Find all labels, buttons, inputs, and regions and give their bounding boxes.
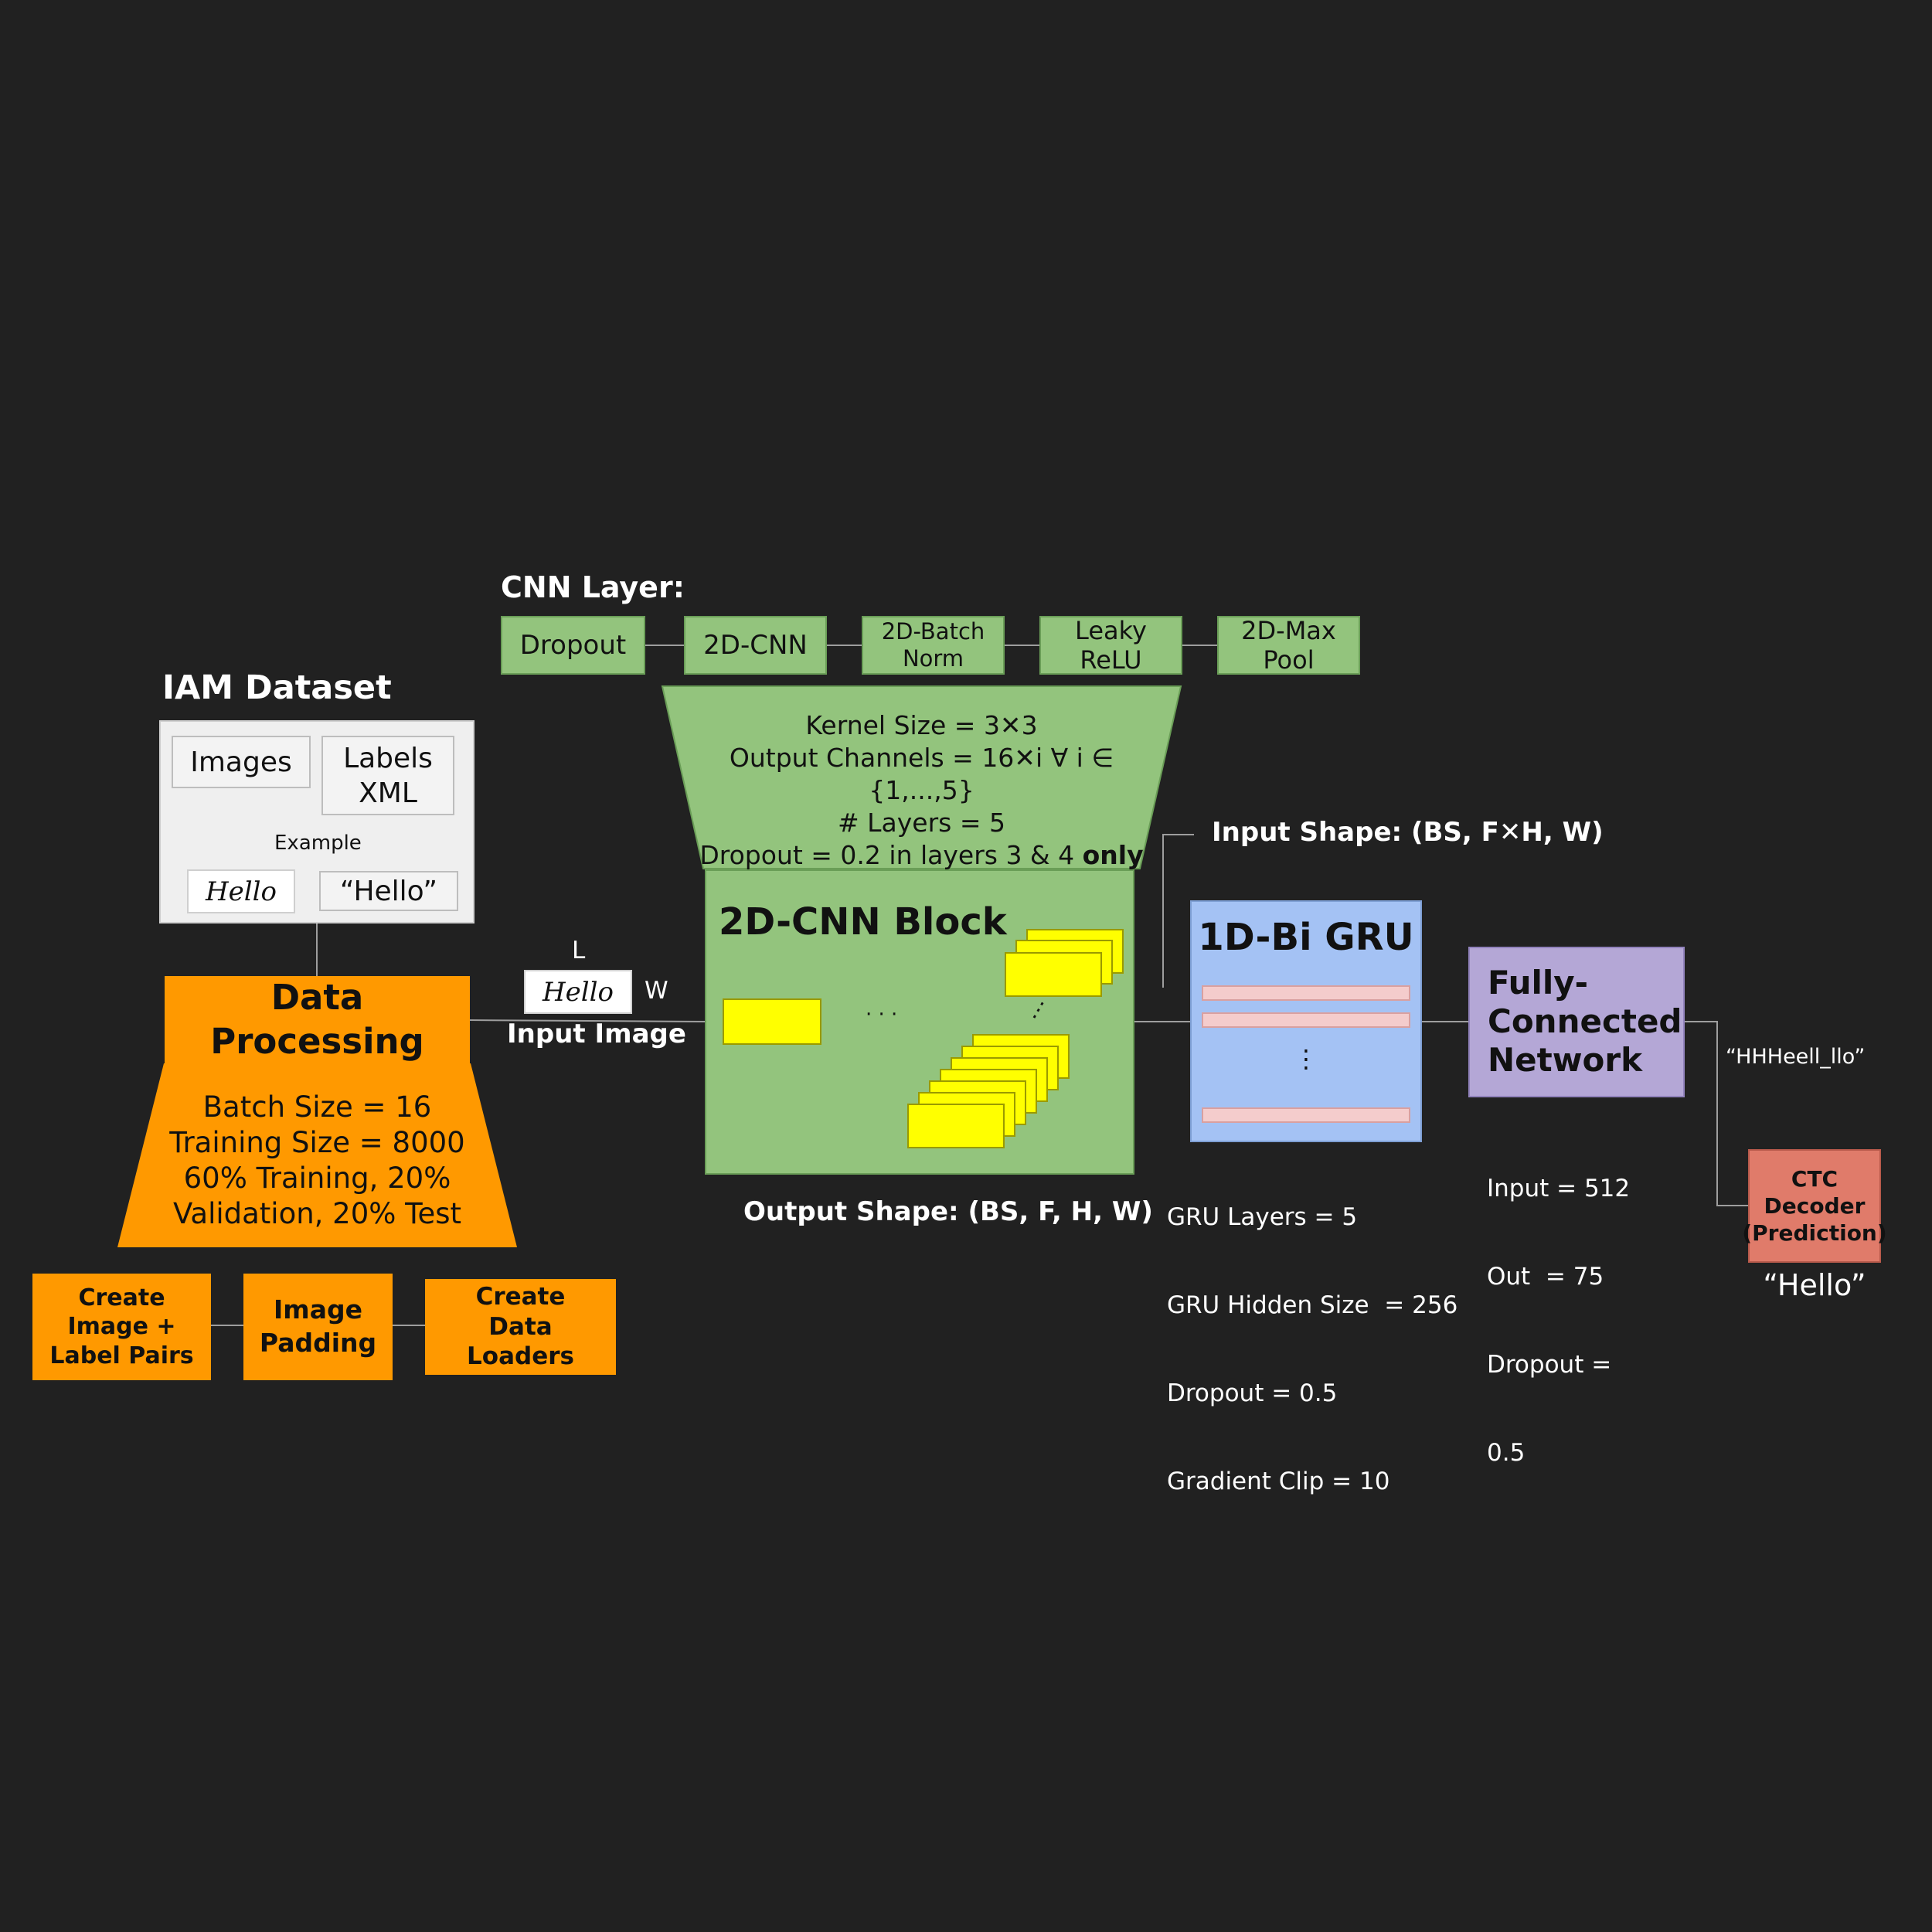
gru-params: GRU Layers = 5 GRU Hidden Size = 256 Dro… — [1167, 1144, 1458, 1526]
example-label-text: “Hello” — [319, 871, 458, 911]
num-layers: # Layers = 5 — [838, 808, 1005, 838]
data-processing-trapezoid — [117, 1063, 517, 1247]
feature-map — [907, 1104, 1005, 1148]
feature-map-input — [723, 998, 821, 1045]
kernel-size: Kernel Size = 3✕3 — [805, 710, 1038, 740]
iam-images-box: Images — [172, 736, 311, 788]
fc-input: Input = 512 — [1487, 1175, 1631, 1202]
data-processing-params: Batch Size = 16 Training Size = 8000 60%… — [117, 1090, 517, 1232]
feature-map-dots: · · · — [866, 1003, 898, 1026]
fc-raw-output: “HHHeell_llo” — [1726, 1045, 1866, 1069]
gru-gradient-clip: Gradient Clip = 10 — [1167, 1468, 1390, 1495]
fc-block: Fully-Connected Network — [1468, 947, 1685, 1097]
gru-layer-dots: ⋮ — [1294, 1044, 1318, 1073]
ctc-decoder-box: CTC Decoder (Prediction) — [1742, 1149, 1887, 1263]
cnn-step-dropout: Dropout — [501, 616, 645, 675]
channels-set: {1,...,5} — [869, 775, 975, 805]
fc-params: Input = 512 Out = 75 Dropout = 0.5 — [1487, 1115, 1630, 1497]
split-line-2: Validation, 20% Test — [172, 1197, 462, 1230]
output-channels: Output Channels = 16✕i ∀ i ∈ — [729, 743, 1114, 773]
iam-labels-box: Labels XML — [321, 736, 454, 815]
cnn-step-2d-cnn: 2D-CNN — [684, 616, 827, 675]
step-create-pairs: Create Image + Label Pairs — [32, 1274, 211, 1380]
iam-dataset-title: IAM Dataset — [162, 668, 392, 707]
input-image-w-label: W — [645, 977, 668, 1005]
cnn-params: Kernel Size = 3✕3 Output Channels = 16✕i… — [680, 709, 1163, 872]
gru-hidden-size: GRU Hidden Size = 256 — [1167, 1291, 1458, 1319]
example-label: Example — [274, 832, 362, 855]
step-create-loaders: Create Data Loaders — [425, 1279, 616, 1375]
cnn-step-batch-norm: 2D-Batch Norm — [862, 616, 1005, 675]
gru-layers: GRU Layers = 5 — [1167, 1203, 1358, 1231]
cnn-block-title: 2D-CNN Block — [719, 900, 1007, 944]
example-handwriting: Hello — [187, 869, 295, 913]
input-image: Hello — [524, 970, 632, 1014]
fc-out: Out = 75 — [1487, 1263, 1604, 1291]
input-image-l-label: L — [572, 937, 586, 964]
cnn-step-leaky-relu: Leaky ReLU — [1039, 616, 1182, 675]
output-shape: Output Shape: (BS, F, H, W) — [743, 1196, 1153, 1227]
data-processing-header: Data Processing — [165, 976, 470, 1063]
gru-layer-bar — [1202, 1107, 1410, 1123]
step-image-padding: Image Padding — [243, 1274, 393, 1380]
gru-layer-bar — [1202, 1012, 1410, 1028]
cnn-params-trapezoid — [661, 685, 1182, 869]
training-size: Training Size = 8000 — [169, 1126, 465, 1159]
split-line-1: 60% Training, 20% — [183, 1162, 451, 1195]
cnn-step-max-pool: 2D-Max Pool — [1217, 616, 1360, 675]
input-image-caption: Input Image — [507, 1019, 686, 1049]
fc-dropout: Dropout = — [1487, 1351, 1612, 1379]
gru-title: 1D-Bi GRU — [1198, 916, 1414, 959]
cnn-layer-title: CNN Layer: — [501, 570, 685, 604]
batch-size: Batch Size = 16 — [202, 1090, 432, 1124]
gru-dropout: Dropout = 0.5 — [1167, 1379, 1338, 1407]
fc-dropout-value: 0.5 — [1487, 1439, 1526, 1467]
dropout-rule: Dropout = 0.2 in layers 3 & 4 only — [699, 840, 1144, 870]
feature-map — [1005, 952, 1102, 997]
ctc-prediction: “Hello” — [1763, 1268, 1866, 1302]
gru-layer-bar — [1202, 985, 1410, 1001]
gru-input-shape: Input Shape: (BS, F✕H, W) — [1212, 817, 1604, 848]
